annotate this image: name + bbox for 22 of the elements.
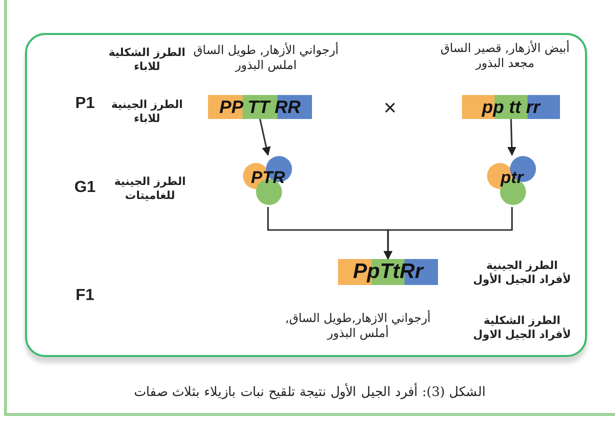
- row-label: الطرز الجينية للاباء: [110, 98, 184, 126]
- genotype-bar: PP TT RR: [208, 95, 312, 119]
- generation-label: G1: [73, 178, 97, 198]
- cross-sign: ×: [382, 94, 398, 122]
- arrow: [384, 207, 513, 260]
- generation-label: F1: [74, 286, 96, 306]
- genotype-bar: pp tt rr: [462, 95, 560, 119]
- phenotype-text: أبيض الأزهار, قصير الساق مجعد البذور: [439, 41, 571, 71]
- gamete-drawing: [486, 155, 538, 207]
- figure-caption: الشكل (3): أفرد الجيل الأول نتيجة تلقيح نبات بازيلاء بثلاث صفات: [60, 385, 560, 402]
- generation-label: P1: [74, 94, 96, 114]
- row-label: الطرز الشكلية لأفراد الجيل الاول: [472, 314, 572, 342]
- gamete-drawing: [242, 155, 294, 207]
- arrow: [259, 118, 271, 156]
- row-label: الطرز الجينية للغاميتات: [113, 175, 187, 202]
- arrow: [507, 118, 516, 156]
- genotype-bar: PpTtRr: [338, 259, 438, 285]
- row-label: الطرز الجينية لأفراد الجيل الأول: [472, 259, 572, 286]
- allele-label: PTR: [250, 168, 286, 188]
- allele-label: ptr: [499, 168, 526, 188]
- row-label: الطرز الشكلية للاباء: [108, 46, 186, 74]
- phenotype-text: أرجواني الازهار,طويل الساق, أملس البذور: [284, 311, 432, 341]
